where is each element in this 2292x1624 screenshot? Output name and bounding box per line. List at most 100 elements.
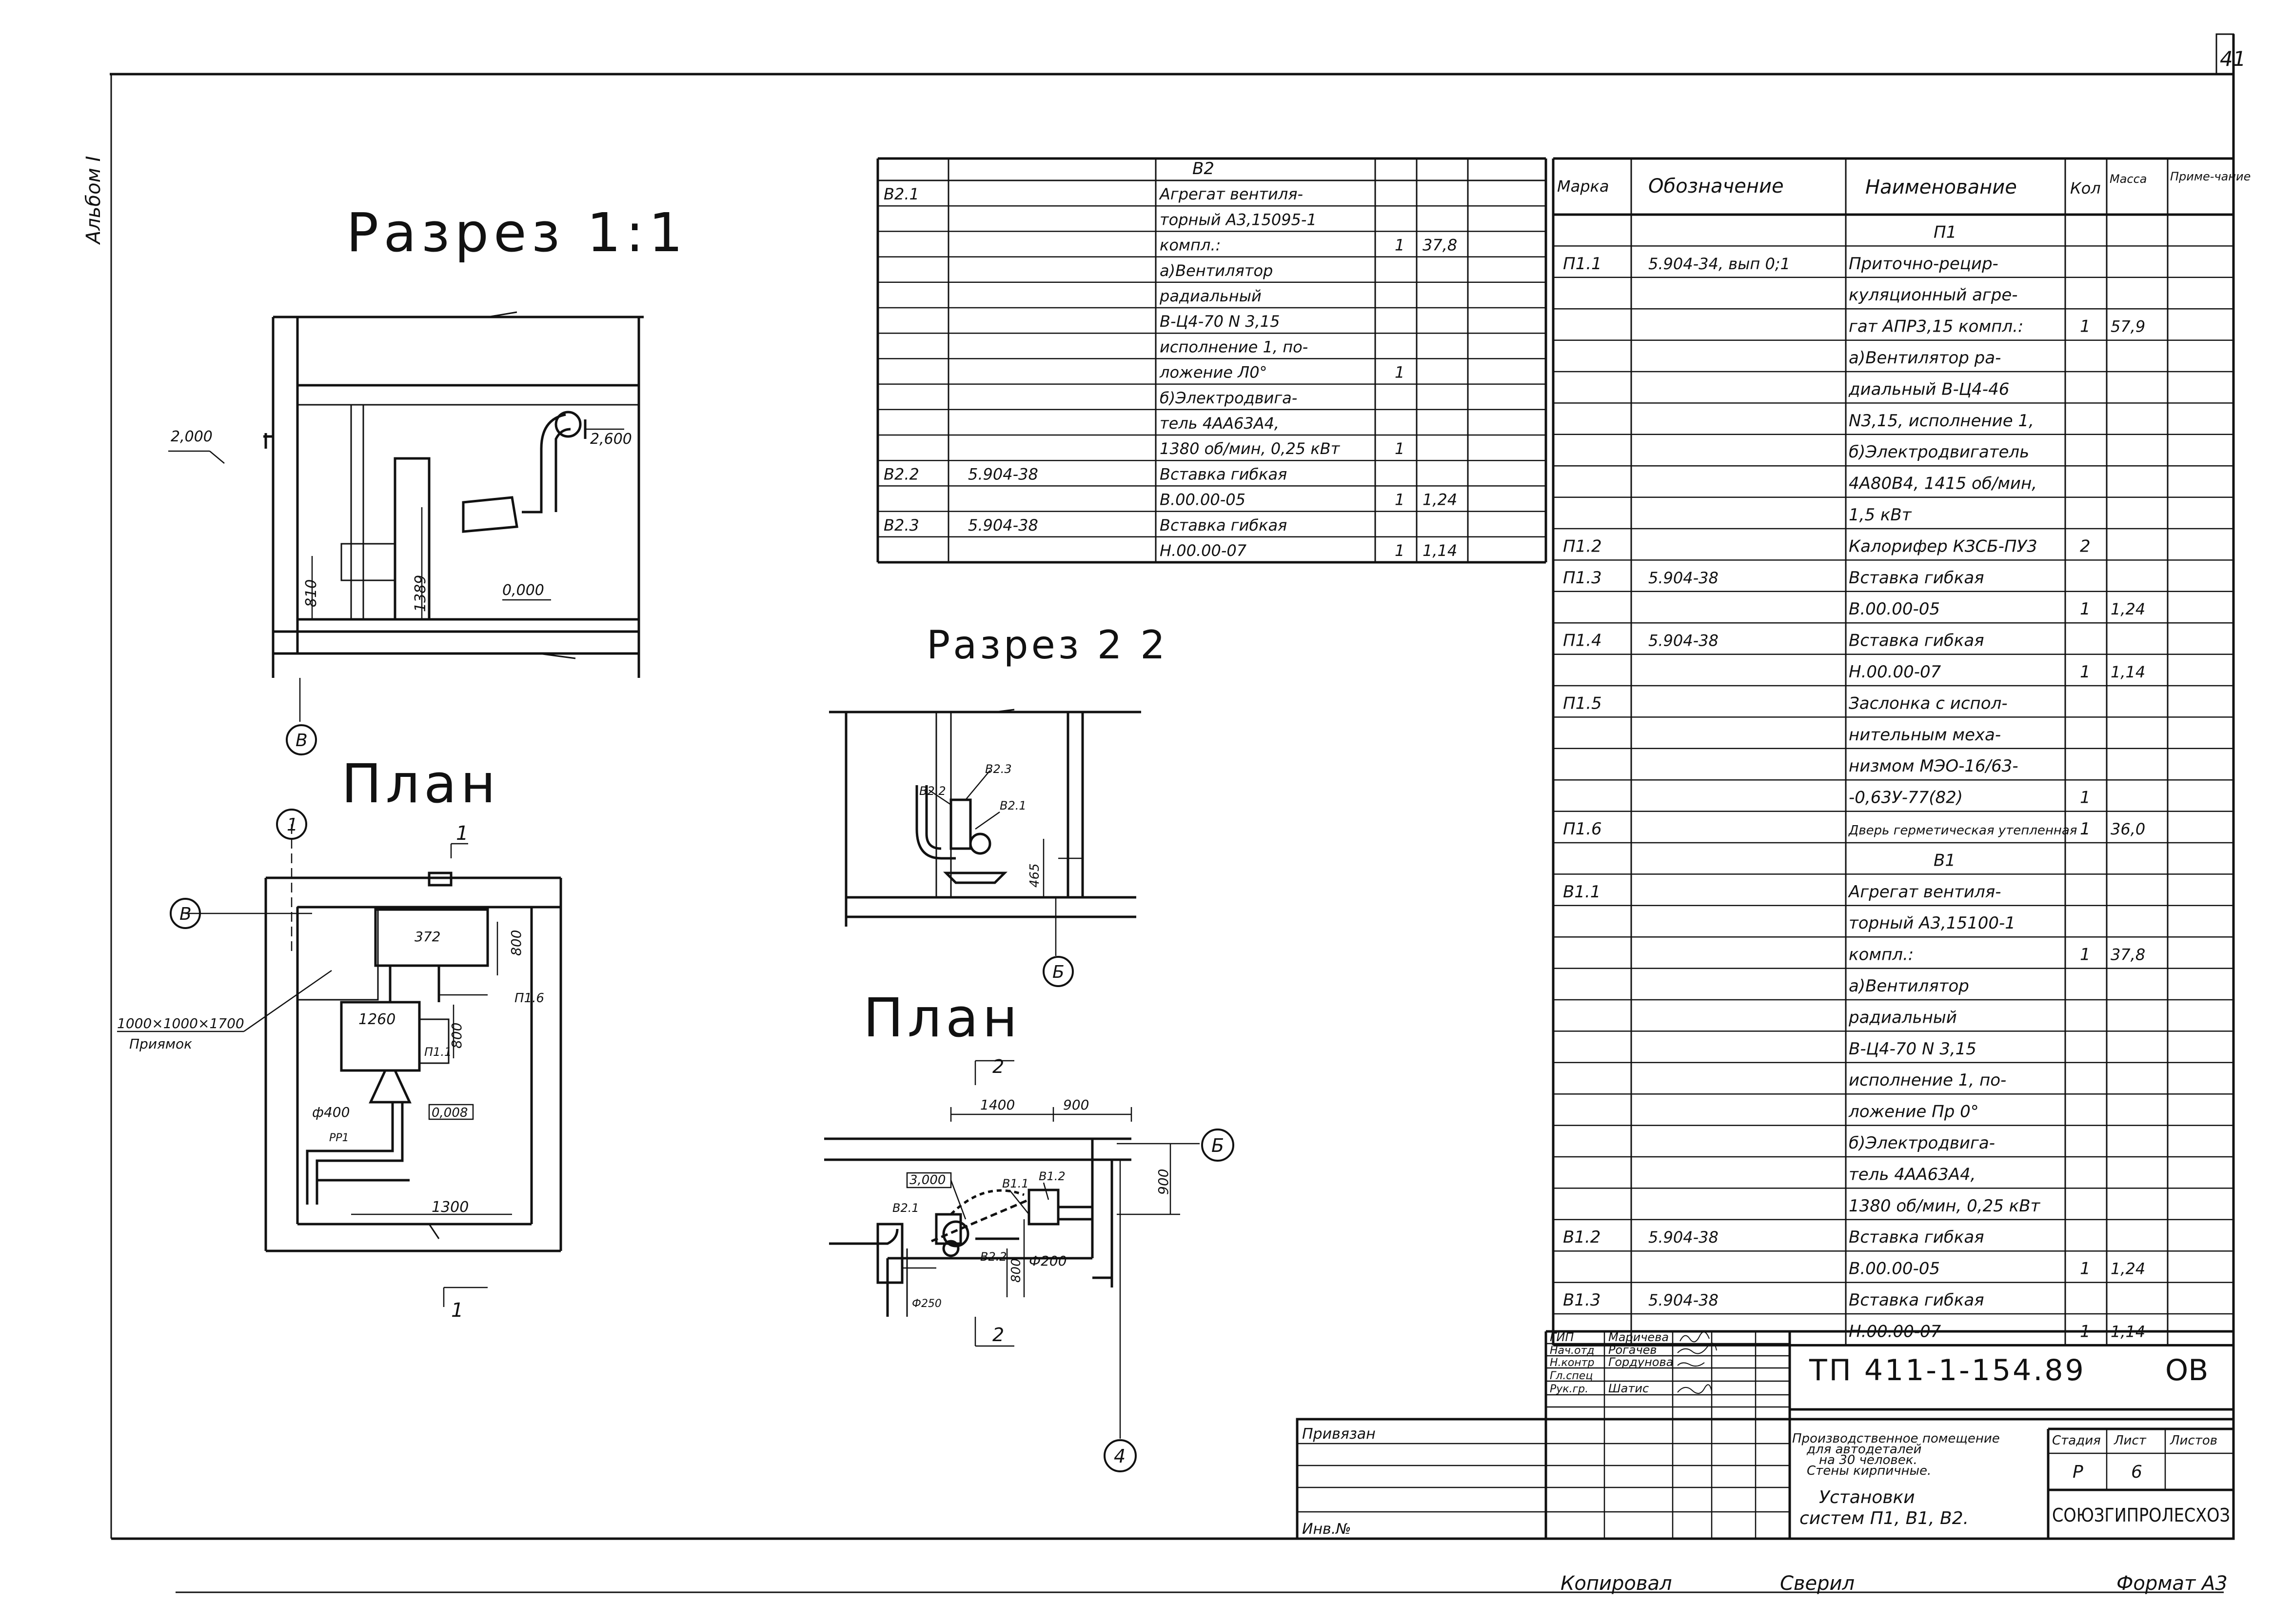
level-2600: 2,600 <box>590 431 632 448</box>
spec-right-mass: 36,0 <box>2111 820 2145 838</box>
axis-bubble-1 <box>276 809 307 840</box>
spec-right-name: Дверь герметическая утепленная <box>1848 823 2077 838</box>
b23-label: В2.3 <box>985 762 1012 776</box>
spec-right-mass: 1,24 <box>2111 600 2145 618</box>
signature-1 <box>1679 1331 1710 1343</box>
sheet-title-1: Установки <box>1819 1487 1915 1507</box>
spec-left-name: тель 4АА63А4, <box>1160 414 1279 433</box>
section-2-title: Разрез 2 2 <box>927 622 1168 668</box>
spec-left-mass: 1,24 <box>1423 491 1457 509</box>
level-3000: 3,000 <box>909 1173 946 1188</box>
pit-size: 1000×1000×1700 <box>117 1015 244 1031</box>
spec-right-name: ложение Пр 0° <box>1848 1102 1979 1122</box>
project-code: ТП 411-1-154.89 <box>1809 1353 2086 1387</box>
section-1-title: Разрез 1:1 <box>346 201 688 264</box>
spec-right-mark: В1.2 <box>1563 1228 1600 1247</box>
spec-right-qty: 1 <box>2080 819 2091 839</box>
sheet-value: 6 <box>2131 1462 2142 1482</box>
title-block: ГИП Нач.отд Н.контр Гл.спец Рук.гр. Мари… <box>1296 1330 2235 1540</box>
plan-2: План <box>824 987 1234 1472</box>
sheet-title-2: систем П1, В1, В2. <box>1799 1508 1969 1528</box>
plan-1: План <box>117 753 562 1322</box>
spec-right-name: N3,15, исполнение 1, <box>1849 411 2034 431</box>
level-0000: 0,000 <box>502 582 544 599</box>
attached-label: Привязан <box>1302 1426 1376 1443</box>
axis-label-v-plan: В <box>179 904 192 924</box>
level-2000: 2,000 <box>171 428 213 445</box>
spec-right-name: а)Вентилятор ра- <box>1849 348 2001 368</box>
spec-right-name: радиальный <box>1848 1008 1957 1027</box>
spec-left-qty: 1 <box>1395 363 1404 382</box>
b11-label: В1.1 <box>1002 1177 1029 1190</box>
spec-left-qty: 1 <box>1395 541 1404 560</box>
spec-right-name: компл.: <box>1849 945 1914 965</box>
spec-right-designation: 5.904-38 <box>1648 632 1719 650</box>
spec-right-mass: 37,8 <box>2111 946 2145 964</box>
spec-right-name: В-Ц4-70 N 3,15 <box>1849 1039 1976 1059</box>
dim-810: 810 <box>303 579 320 607</box>
spec-right-name: П1 <box>1934 222 1956 242</box>
spec-right-qty: 1 <box>2080 788 2091 808</box>
spec-left-mass: 1,14 <box>1423 541 1457 560</box>
role-1: ГИП <box>1550 1330 1574 1344</box>
spec-right-mass: 57,9 <box>2111 317 2145 336</box>
description-1: Производственное помещение <box>1792 1431 2000 1446</box>
plan-1-title: План <box>341 753 499 815</box>
b21-plan-label: В2.1 <box>892 1201 919 1215</box>
spec-left-name: Вставка гибкая <box>1160 465 1287 483</box>
spec-right-name: В.00.00-05 <box>1849 599 1940 619</box>
axis-bubble-v-plan <box>170 898 201 929</box>
spec-left-name: В.00.00-05 <box>1160 491 1245 509</box>
dim-800b: 800 <box>449 1023 465 1049</box>
organization: СОЮЗГИПРОЛЕСХОЗ <box>2052 1505 2230 1526</box>
dim-800: 800 <box>1009 1258 1024 1283</box>
description-4: Стены кирпичные. <box>1807 1464 1931 1478</box>
spec-right-name: б)Электродвигатель <box>1849 442 2029 462</box>
spec-left-qty: 1 <box>1395 236 1404 255</box>
spec-right-name: куляционный агре- <box>1849 285 2018 305</box>
axis-bubble-b-section <box>1043 956 1074 987</box>
spec-right-designation: 5.904-34, вып 0;1 <box>1648 255 1790 273</box>
section-2-2: Разрез 2 2 В2.2 В2.3 В2.1 <box>829 622 1168 987</box>
spec-right-mark: П1.6 <box>1563 819 1602 839</box>
spec-right-designation: 5.904-38 <box>1648 569 1719 587</box>
spec-left-mark: В2.2 <box>884 465 919 483</box>
spec-right-name: В1 <box>1934 851 1956 870</box>
spec-right-header-designation: Обозначение <box>1648 175 1784 198</box>
dim-1389: 1389 <box>412 575 429 612</box>
sheets-header: Листов <box>2170 1433 2217 1448</box>
dim-465: 465 <box>1027 863 1042 888</box>
dim-900a: 900 <box>1063 1097 1089 1113</box>
phi250: Ф250 <box>912 1298 942 1310</box>
spec-left-mark: В2.1 <box>884 185 919 203</box>
dim-800a: 800 <box>508 930 524 956</box>
dim-900b: 900 <box>1155 1169 1171 1195</box>
axis-label-b-section: Б <box>1052 962 1065 982</box>
b21-label: В2.1 <box>1000 799 1027 812</box>
spec-right-name: а)Вентилятор <box>1849 976 1969 996</box>
b22-plan-label: В2.2 <box>980 1250 1007 1264</box>
spec-right-mark: П1.3 <box>1563 568 1602 588</box>
level-0008: 0,008 <box>432 1106 468 1120</box>
plan-2-title: План <box>863 987 1021 1049</box>
role-3: Н.контр <box>1550 1357 1594 1369</box>
role-2: Нач.отд <box>1550 1345 1595 1357</box>
name-2: Рогачев <box>1608 1343 1657 1357</box>
spec-left-name: компл.: <box>1160 236 1221 255</box>
spec-right-header-mark: Марка <box>1557 177 1609 196</box>
spec-right-name: Вставка гибкая <box>1849 1228 1984 1247</box>
spec-left-name: торный А3,15095-1 <box>1160 210 1317 229</box>
p11-label: П1.1 <box>424 1045 452 1059</box>
pit-caption: Приямок <box>129 1036 192 1052</box>
spec-right-qty: 1 <box>2080 317 2091 337</box>
spec-right-name: торный А3,15100-1 <box>1849 913 2015 933</box>
spec-right-name: исполнение 1, по- <box>1849 1070 2006 1090</box>
dim-1300: 1300 <box>432 1199 469 1216</box>
axis-label-v: В <box>296 731 308 751</box>
spec-left-name: 1380 об/мин, 0,25 кВт <box>1160 439 1341 458</box>
section-1-1: Разрез 1:1 <box>168 201 688 755</box>
spec-right-name: Вставка гибкая <box>1849 1290 1984 1310</box>
name-3: Гордунова <box>1608 1355 1673 1369</box>
